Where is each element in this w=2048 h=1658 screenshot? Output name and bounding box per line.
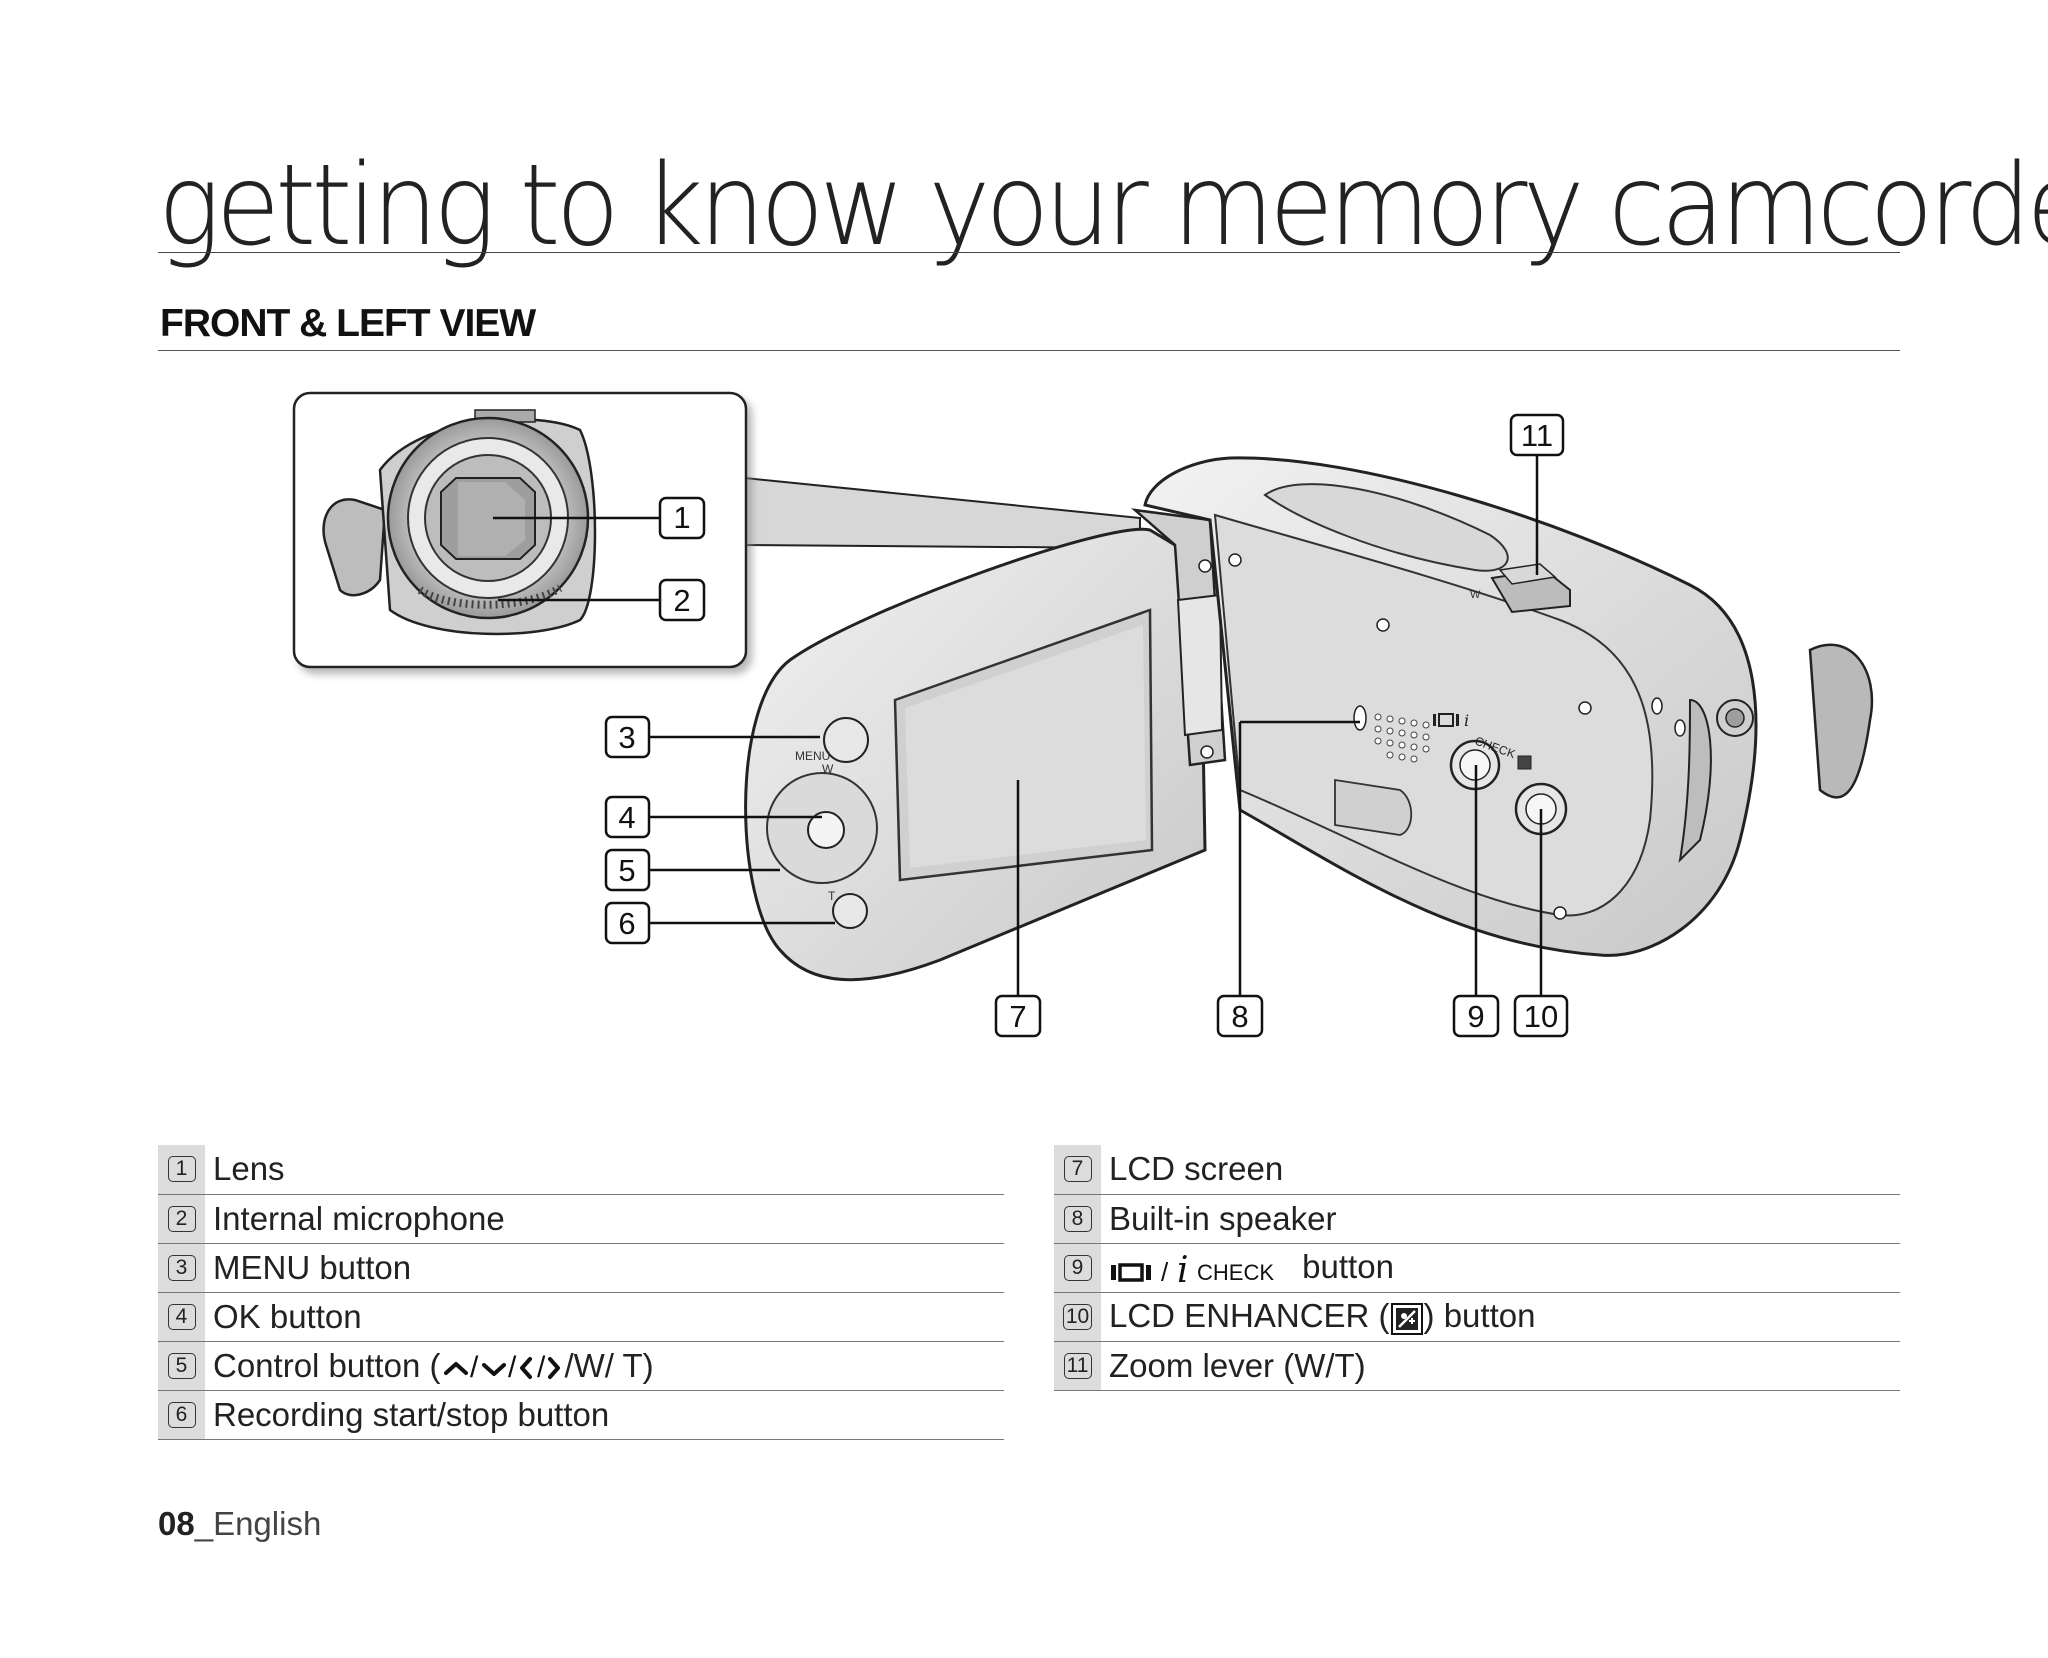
legend-row: 10 LCD ENHANCER ( ) button	[1054, 1292, 1900, 1341]
wide-text: W	[822, 762, 834, 776]
lcd-panel: MENU W T	[744, 527, 1207, 982]
legend-number: 5	[167, 1352, 196, 1379]
legend-description: MENU button	[213, 1248, 412, 1286]
svg-text:3: 3	[618, 720, 635, 755]
lcd-hinge	[1131, 508, 1227, 767]
legend-row: 3 MENU button	[158, 1243, 1004, 1292]
legend-number: 3	[167, 1254, 196, 1281]
svg-text:/: /	[470, 1353, 479, 1383]
icheck-i-text: i	[1464, 711, 1469, 730]
inset-connector	[744, 476, 1141, 550]
legend-row: 11 Zoom lever (W/T)	[1054, 1341, 1900, 1390]
page-title: getting to know your memory camcorder	[158, 141, 2048, 271]
legend-number: 2	[167, 1205, 196, 1232]
callout-4: 4	[604, 795, 651, 839]
page-footer: 08_English	[158, 1505, 321, 1543]
callout-6: 6	[604, 901, 651, 945]
title-underline	[158, 252, 1900, 253]
svg-text:4: 4	[618, 800, 635, 835]
svg-text:/: /	[508, 1353, 517, 1383]
legend-description: OK button	[213, 1297, 362, 1335]
legend-number: 8	[1063, 1205, 1092, 1232]
svg-text:W: W	[1470, 589, 1481, 601]
legend-description: Recording start/stop button	[213, 1395, 610, 1433]
legend-row: 6 Recording start/stop button	[158, 1390, 1004, 1439]
legend-text-after: button	[1302, 1248, 1394, 1286]
icheck-label: CHECK	[1197, 1260, 1274, 1285]
menu-text: MENU	[795, 749, 830, 763]
legend-description: LCD screen	[1109, 1150, 1284, 1188]
callout-1: 1	[658, 496, 706, 540]
lcd-enhancer-icon	[1390, 1302, 1423, 1335]
legend-row: 1 Lens	[158, 1145, 1004, 1194]
legend-number: 11	[1063, 1352, 1092, 1379]
legend-number: 4	[167, 1303, 196, 1330]
display-icheck-icon: / i CHECK	[1111, 1253, 1274, 1287]
legend-number: 7	[1063, 1156, 1092, 1183]
legend-number: 6	[167, 1401, 196, 1428]
svg-text:/: /	[1161, 1257, 1169, 1287]
svg-text:7: 7	[1009, 999, 1026, 1034]
legend-row: 4 OK button	[158, 1292, 1004, 1341]
svg-text:2: 2	[673, 583, 690, 618]
legend-number: 9	[1063, 1254, 1092, 1281]
legend-text-before: LCD ENHANCER (	[1109, 1297, 1390, 1335]
svg-text:/: /	[537, 1353, 546, 1383]
footer-language: _English	[194, 1505, 322, 1542]
legend-text-before: Control button (	[213, 1346, 441, 1384]
legend-description: Control button ( / / / /W/ T)	[205, 1341, 1004, 1390]
svg-text:8: 8	[1231, 999, 1248, 1034]
control-arrows-icon: / / /	[444, 1353, 561, 1383]
callout-11: 11	[1509, 413, 1565, 457]
svg-text:i: i	[1177, 1253, 1189, 1287]
legend-table-left: 1 Lens 2 Internal microphone 3 MENU butt…	[158, 1145, 1004, 1440]
legend-description: Built-in speaker	[1109, 1199, 1337, 1237]
svg-text:6: 6	[618, 906, 635, 941]
leader-lines	[493, 455, 1543, 996]
lens-inset	[292, 391, 748, 669]
callout-7: 7	[994, 994, 1042, 1038]
callout-10: 10	[1513, 994, 1569, 1038]
legend-number: 1	[167, 1156, 196, 1183]
svg-text:1: 1	[673, 500, 690, 535]
svg-text:10: 10	[1524, 999, 1558, 1034]
legend-description: Lens	[213, 1150, 285, 1188]
page-number: 08	[158, 1505, 195, 1542]
svg-text:5: 5	[618, 853, 635, 888]
legend-number: 10	[1062, 1303, 1093, 1330]
legend-description: LCD ENHANCER ( ) button	[1101, 1292, 1900, 1341]
camcorder-illustration: MENU W T W	[292, 391, 1874, 1038]
legend-description: / i CHECK button	[1101, 1243, 1900, 1292]
callout-2: 2	[658, 578, 706, 622]
legend-description: Zoom lever (W/T)	[1109, 1346, 1366, 1384]
callout-8: 8	[1216, 994, 1264, 1038]
legend-table-right: 7 LCD screen 8 Built-in speaker 9 / i CHEC…	[1054, 1145, 1900, 1391]
callout-5: 5	[604, 848, 651, 892]
callout-3: 3	[604, 715, 651, 759]
tele-text: T	[828, 889, 836, 903]
legend-text-after: /W/ T)	[564, 1346, 654, 1384]
legend-text-after: ) button	[1423, 1297, 1536, 1335]
section-divider	[158, 350, 1900, 351]
legend-row: 7 LCD screen	[1054, 1145, 1900, 1194]
legend-row: 5 Control button ( / / / /W/ T)	[158, 1341, 1004, 1390]
callout-9: 9	[1452, 994, 1500, 1038]
legend-description: Internal microphone	[213, 1199, 505, 1237]
svg-text:11: 11	[1521, 418, 1553, 453]
section-heading: FRONT & LEFT VIEW	[160, 302, 536, 345]
camera-body: W i CHECK	[1143, 456, 1874, 957]
legend-row: 8 Built-in speaker	[1054, 1194, 1900, 1243]
svg-text:9: 9	[1467, 999, 1484, 1034]
legend-row: 9 / i CHECK button	[1054, 1243, 1900, 1292]
legend-row: 2 Internal microphone	[158, 1194, 1004, 1243]
